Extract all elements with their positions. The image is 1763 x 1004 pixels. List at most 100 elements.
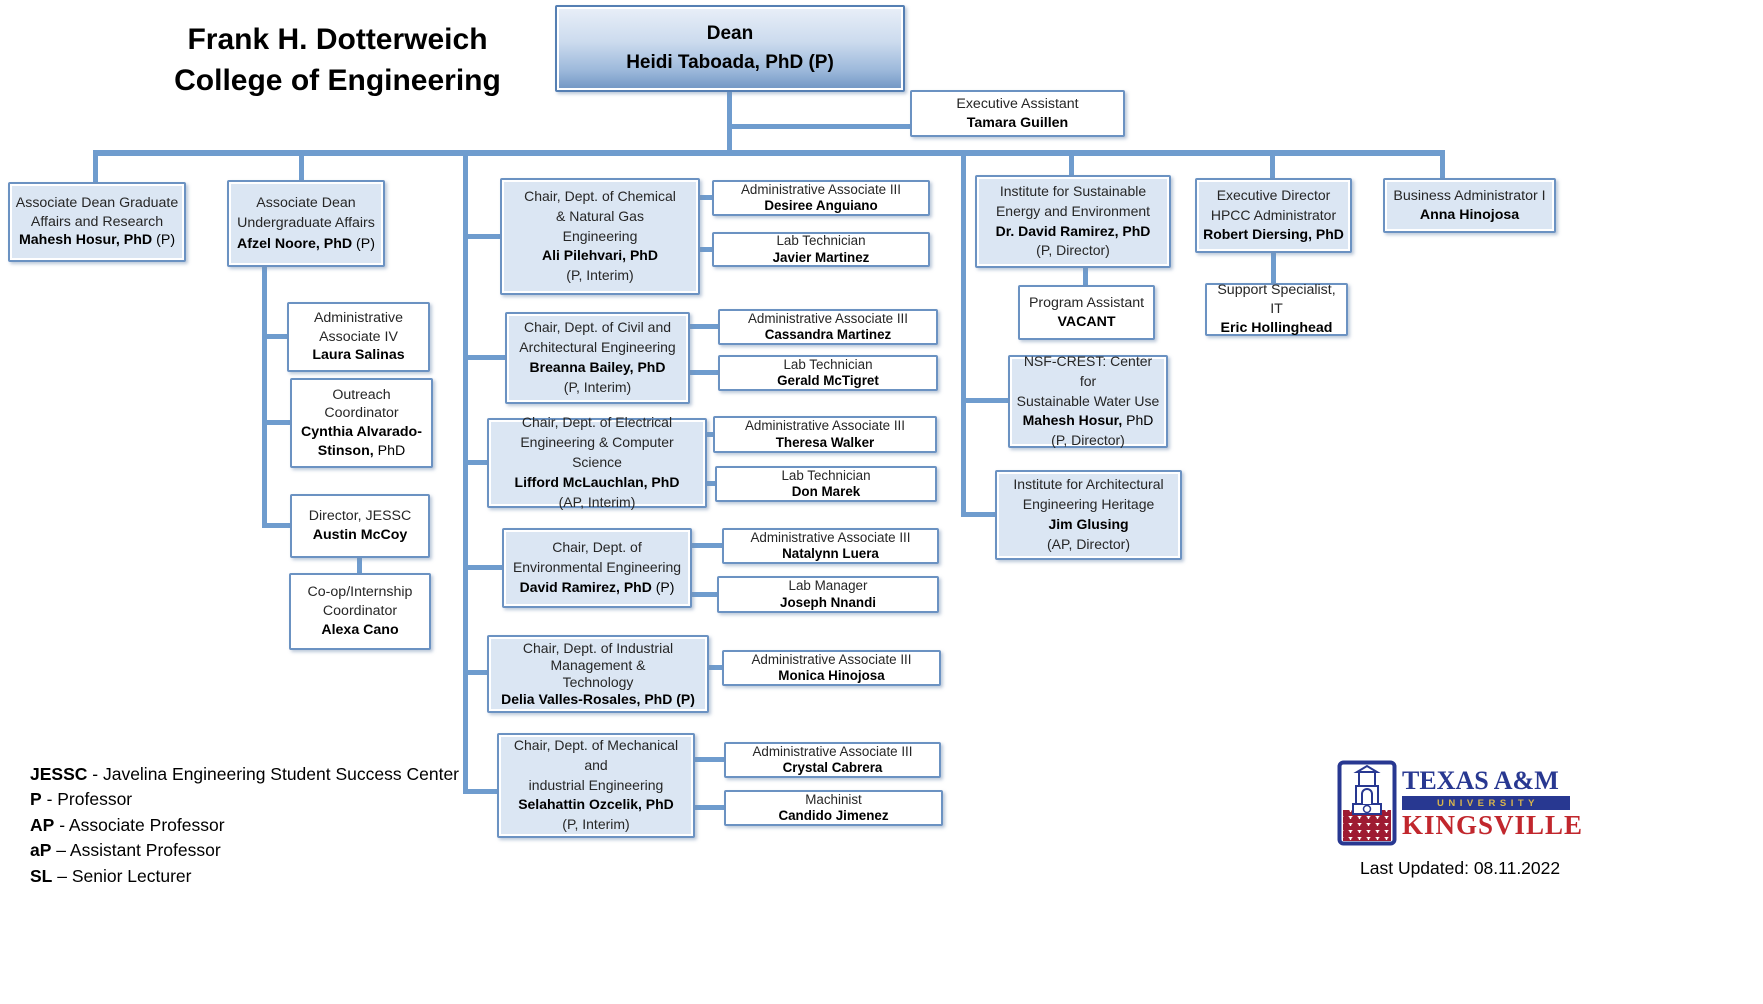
legend-abbr: JESSC	[30, 764, 88, 784]
org-node-chair-environmental: Chair, Dept. of Environmental Engineerin…	[502, 528, 692, 608]
org-node-executive-director-hpcc: Executive Director HPCC Administrator Ro…	[1195, 178, 1352, 253]
logo-line-kingsville: KINGSVILLE	[1402, 809, 1584, 840]
org-node-aa3-mechanical: Administrative Associate III Crystal Cab…	[724, 742, 941, 778]
connector-line	[463, 789, 500, 794]
org-node-chair-industrial: Chair, Dept. of Industrial Management & …	[487, 635, 709, 713]
org-node-aa3-industrial: Administrative Associate III Monica Hino…	[722, 650, 941, 686]
person-note-inline: PhD	[373, 442, 406, 459]
connector-line	[961, 150, 966, 517]
person-name: Dr. David Ramirez, PhD	[995, 222, 1151, 239]
role-text: Administrative Associate III	[740, 181, 901, 197]
legend-text: - Associate Professor	[59, 814, 225, 835]
connector-line	[93, 150, 1445, 156]
connector-line	[1083, 267, 1088, 287]
connector-line	[93, 150, 98, 184]
role-text: Administrative Associate III	[744, 418, 905, 434]
connector-line	[693, 805, 726, 810]
connector-line	[463, 565, 505, 570]
connector-line	[262, 266, 267, 528]
person-name: Cynthia Alvarado-Stinson, PhD	[297, 423, 426, 460]
org-node-nsf-crest: NSF-CREST: Center for Sustainable Water …	[1008, 353, 1168, 449]
connector-line	[730, 124, 912, 129]
legend-abbr: SL	[30, 865, 53, 886]
connector-line	[1270, 150, 1275, 180]
legend-text: – Assistant Professor	[56, 840, 221, 861]
role-text: Dean	[706, 23, 754, 44]
person-name: Austin McCoy	[312, 527, 408, 543]
connector-line	[299, 150, 304, 182]
connector-line	[463, 150, 468, 794]
logo-line-texas-am: TEXAS A&M	[1402, 765, 1559, 795]
legend-abbr: aP	[30, 840, 52, 861]
connector-line	[727, 92, 732, 152]
org-node-aa3-electrical: Administrative Associate III Theresa Wal…	[713, 416, 937, 453]
legend-item-p: P - Professor	[30, 788, 459, 811]
role-text: Machinist	[805, 791, 862, 807]
note-text: (AP, Interim)	[558, 493, 636, 510]
role-text: Chair, Dept. of Civil and Architectural …	[519, 319, 676, 356]
person-name-bold: Afzel Noore, PhD	[237, 235, 353, 252]
role-text: Institute for Architectural Engineering …	[1013, 476, 1164, 513]
university-logo: TEXAS A&M UNIVERSITY KINGSVILLE	[1337, 760, 1584, 846]
connector-line	[690, 543, 724, 548]
role-text: Business Administrator I	[1393, 187, 1546, 204]
legend-item-ap: AP - Associate Professor	[30, 814, 459, 837]
logo-line-university: UNIVERSITY	[1402, 795, 1570, 810]
legend-text: – Senior Lecturer	[57, 865, 192, 886]
connector-line	[705, 432, 717, 437]
person-name: Mahesh Hosur, PhD (P)	[19, 231, 175, 250]
legend: JESSC - Javelina Engineering Student Suc…	[30, 763, 459, 890]
org-node-program-assistant: Program Assistant VACANT	[1018, 285, 1155, 340]
connector-line	[705, 481, 717, 486]
role-text: Administrative Associate III	[752, 743, 913, 759]
person-name: Lifford McLauchlan, PhD	[514, 473, 680, 490]
person-name: Robert Diersing, PhD	[1203, 226, 1344, 243]
person-name: Mahesh Hosur, PhD	[1023, 411, 1154, 431]
connector-line	[262, 334, 289, 339]
note-text: (P, Director)	[1051, 432, 1125, 449]
person-name: Anna Hinojosa	[1419, 206, 1520, 223]
role-text: Administrative Associate III	[751, 651, 912, 667]
connector-line	[688, 324, 720, 329]
legend-text: - Professor	[46, 789, 133, 810]
org-node-support-specialist-it: Support Specialist, IT Eric Hollinghead	[1205, 282, 1348, 336]
connector-line	[1069, 150, 1074, 177]
page-title: Frank H. Dotterweich College of Engineer…	[145, 20, 530, 101]
org-node-aa3-civil: Administrative Associate III Cassandra M…	[718, 309, 938, 345]
page-title-line2: College of Engineering	[174, 63, 501, 97]
role-text: Support Specialist, IT	[1217, 282, 1336, 318]
role-text: Associate Dean Undergraduate Affairs	[237, 195, 375, 232]
role-text: Executive Director HPCC Administrator	[1210, 186, 1337, 223]
person-name-bold: Mahesh Hosur, PhD	[18, 232, 153, 249]
connector-line	[262, 523, 292, 528]
legend-item-sl: SL – Senior Lecturer	[30, 865, 459, 888]
connector-line	[357, 557, 362, 575]
role-text: Chair, Dept. of Chemical & Natural Gas E…	[524, 187, 676, 244]
role-text: Lab Technician	[776, 233, 866, 249]
connector-line	[698, 195, 714, 200]
legend-item-asst-p: aP – Assistant Professor	[30, 839, 459, 862]
note-text: (P, Interim)	[563, 378, 632, 395]
role-text: Program Assistant	[1028, 294, 1145, 311]
connector-line	[961, 398, 1011, 403]
org-node-director-jessc: Director, JESSC Austin McCoy	[290, 494, 430, 558]
org-node-institute-architectural: Institute for Architectural Engineering …	[995, 470, 1182, 560]
person-name: Don Marek	[791, 484, 861, 499]
role-text: Lab Technician	[781, 467, 871, 483]
org-node-aa3-chemical: Administrative Associate III Desiree Ang…	[712, 180, 930, 216]
org-node-chair-chemical: Chair, Dept. of Chemical & Natural Gas E…	[500, 178, 700, 295]
connector-line	[693, 757, 726, 762]
page-title-line1: Frank H. Dotterweich	[187, 23, 488, 56]
person-note-inline: (P)	[352, 235, 375, 252]
person-name: Candido Jimenez	[778, 808, 889, 823]
connector-line	[688, 370, 720, 375]
role-text: Chair, Dept. of Electrical Engineering &…	[520, 414, 674, 471]
connector-line	[262, 420, 292, 425]
role-text: Institute for Sustainable Energy and Env…	[995, 182, 1151, 219]
person-name: Javier Martinez	[772, 249, 870, 265]
person-name: Monica Hinojosa	[778, 668, 885, 683]
role-text: Administrative Associate IV	[313, 309, 404, 345]
role-text: Lab Manager	[788, 578, 868, 594]
legend-item-jessc: JESSC - Javelina Engineering Student Suc…	[30, 763, 459, 786]
role-text: Chair, Dept. of Industrial Management & …	[522, 640, 674, 690]
